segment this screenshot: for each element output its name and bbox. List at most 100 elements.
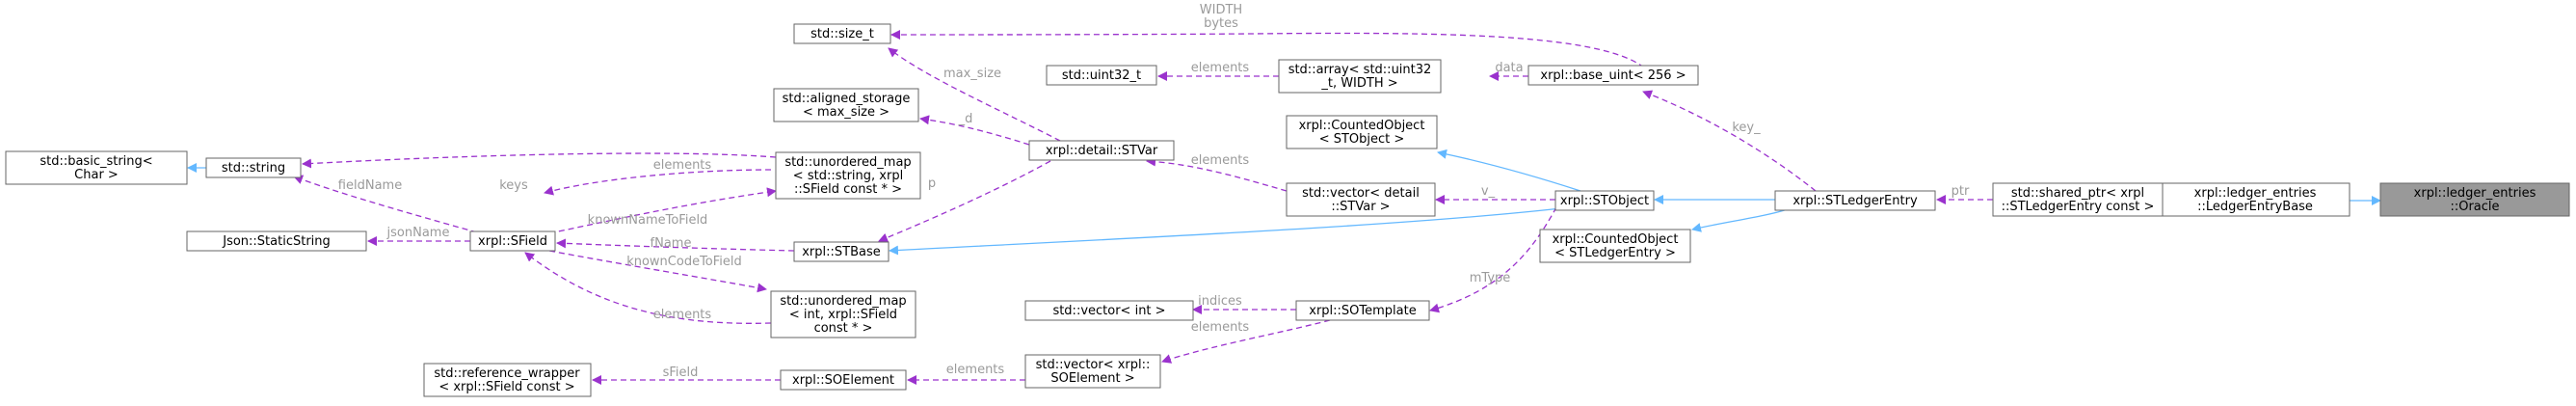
edge-label-d: _d: [958, 112, 973, 126]
edge-label-elements-soelement: elements: [1191, 320, 1250, 335]
edge-stledgerentry-to-counted-stledger: [1691, 208, 1789, 232]
node-std-array-line-2: _t, WIDTH >: [1320, 76, 1397, 91]
node-vector-int[interactable]: std::vector< int >: [1024, 300, 1194, 321]
node-aligned-storage-line-2: < max_size >: [803, 105, 890, 120]
node-vector-stvar-line-2: ::STVar >: [1331, 200, 1390, 214]
node-umap-int[interactable]: std::unordered_map < int, xrpl::SField c…: [770, 290, 916, 338]
node-stvar[interactable]: xrpl::detail::STVar: [1028, 140, 1175, 161]
edge-label-ptr: ptr: [1952, 184, 1970, 199]
node-umap-string[interactable]: std::unordered_map < std::string, xrpl :…: [775, 151, 921, 200]
edge-label-field-name: fieldName: [338, 178, 402, 193]
edge-label-sfield: sField: [663, 365, 699, 380]
node-size-t-line-1: std::size_t: [810, 27, 874, 41]
node-counted-stledger-line-2: < STLedgerEntry >: [1554, 246, 1676, 260]
edge-label-data: data: [1495, 61, 1523, 75]
edge-label-json-name: jsonName: [386, 226, 450, 240]
edge-label-known-code-to-field: knownCodeToField: [626, 255, 742, 269]
edge-label-elements-umap-string: elements: [653, 158, 712, 173]
edge-label-p: p: [928, 176, 936, 191]
nodes: xrpl::ledger_entries ::Oracle xrpl::ledg…: [5, 23, 2570, 397]
node-ledger-entry-base[interactable]: xrpl::ledger_entries ::LedgerEntryBase: [2160, 182, 2350, 217]
node-basic-string[interactable]: std::basic_string< Char >: [5, 150, 188, 185]
node-size-t[interactable]: std::size_t: [793, 23, 891, 44]
edge-label-known-name-to-field: knownNameToField: [588, 213, 708, 228]
node-base-uint[interactable]: xrpl::base_uint< 256 >: [1527, 65, 1699, 86]
node-oracle-line-1: xrpl::ledger_entries: [2414, 186, 2536, 201]
edge-width-bytes: [890, 29, 1645, 68]
node-reference-wrapper[interactable]: std::reference_wrapper < xrpl::SField co…: [423, 363, 592, 397]
edge-max-size: [888, 47, 1061, 142]
node-stbase-line-1: xrpl::STBase: [802, 245, 881, 259]
node-sotemplate-line-1: xrpl::SOTemplate: [1309, 304, 1416, 318]
node-counted-stledger[interactable]: xrpl::CountedObject < STLedgerEntry >: [1539, 229, 1691, 263]
node-counted-stobject-line-2: < STObject >: [1319, 132, 1405, 147]
node-uint32[interactable]: std::uint32_t: [1046, 65, 1157, 86]
edge-label-indices: indices: [1198, 294, 1242, 309]
node-static-string[interactable]: Json::StaticString: [186, 230, 367, 252]
node-basic-string-line-2: Char >: [74, 168, 119, 182]
node-umap-int-line-3: const * >: [814, 321, 873, 336]
node-shared-ptr-stle-line-1: std::shared_ptr< xrpl: [2011, 186, 2144, 201]
node-umap-int-line-2: < int, xrpl::SField: [789, 308, 897, 322]
node-oracle-line-2: ::Oracle: [2450, 200, 2499, 214]
edge-label-key: key_: [1732, 121, 1761, 135]
node-counted-stobject[interactable]: xrpl::CountedObject < STObject >: [1286, 115, 1438, 149]
node-sfield[interactable]: xrpl::SField: [469, 230, 556, 252]
node-shared-ptr-stle[interactable]: std::shared_ptr< xrpl ::STLedgerEntry co…: [1992, 182, 2164, 217]
edge-stobject-to-counted-stobject: [1437, 149, 1581, 192]
node-stbase[interactable]: xrpl::STBase: [793, 241, 890, 262]
node-ledger-entry-base-line-1: xrpl::ledger_entries: [2194, 186, 2317, 201]
node-sotemplate[interactable]: xrpl::SOTemplate: [1295, 300, 1430, 321]
edge-label-v: v_: [1481, 184, 1496, 199]
node-vector-soelement[interactable]: std::vector< xrpl:: SOElement >: [1024, 354, 1161, 389]
edge-label-bytes: bytes: [1204, 16, 1238, 31]
edge-known-code-to-field: [548, 250, 767, 293]
node-stobject[interactable]: xrpl::STObject: [1554, 190, 1655, 211]
node-soelement-line-1: xrpl::SOElement: [792, 373, 894, 388]
node-stobject-line-1: xrpl::STObject: [1560, 194, 1649, 208]
node-shared-ptr-stle-line-2: ::STLedgerEntry const >: [2002, 200, 2155, 214]
edge-elements-umap-int: [524, 252, 772, 324]
edges: [187, 29, 2381, 385]
edge-keys: [302, 152, 777, 169]
edge-label-max-size: max_size: [943, 67, 1001, 81]
node-reference-wrapper-line-2: < xrpl::SField const >: [438, 380, 574, 394]
edge-d: [919, 115, 1030, 146]
node-basic-string-line-1: std::basic_string<: [40, 154, 152, 169]
node-std-array[interactable]: std::array< std::uint32 _t, WIDTH >: [1278, 59, 1442, 94]
edge-elements-stvar: [1146, 156, 1288, 192]
edge-elements-umap-string: [544, 169, 772, 196]
node-reference-wrapper-line-1: std::reference_wrapper: [434, 366, 580, 381]
node-uint32-line-1: std::uint32_t: [1062, 68, 1141, 83]
edge-label-fname: fName: [651, 236, 692, 251]
node-umap-string-line-1: std::unordered_map: [784, 155, 911, 170]
node-std-array-line-1: std::array< std::uint32: [1288, 63, 1432, 77]
node-aligned-storage-line-1: std::aligned_storage: [783, 92, 911, 106]
node-umap-string-line-3: ::SField const * >: [794, 182, 902, 197]
node-stledgerentry[interactable]: xrpl::STLedgerEntry: [1774, 190, 1936, 211]
edge-labels: sle ptr key_ data elements WIDTH bytes m…: [338, 3, 2207, 380]
edge-fname: [556, 238, 795, 252]
node-aligned-storage[interactable]: std::aligned_storage < max_size >: [773, 88, 919, 122]
edge-mtype: [1429, 206, 1557, 313]
node-oracle[interactable]: xrpl::ledger_entries ::Oracle: [2379, 182, 2570, 217]
edge-label-elements-umap-int: elements: [653, 308, 712, 322]
edge-key: [1642, 90, 1817, 192]
edge-label-mtype: mType: [1470, 271, 1511, 285]
edge-stobject-to-stbase: [889, 207, 1562, 256]
edge-label-width: WIDTH: [1200, 3, 1242, 17]
edge-p: [878, 160, 1051, 243]
node-std-string[interactable]: std::string: [205, 157, 302, 178]
node-sfield-line-1: xrpl::SField: [478, 234, 547, 249]
node-umap-string-line-2: < std::string, xrpl: [793, 169, 903, 183]
node-stledgerentry-line-1: xrpl::STLedgerEntry: [1793, 194, 1918, 208]
edge-elements-soelement: [1161, 319, 1331, 364]
edge-label-elements-soelement-2: elements: [946, 363, 1005, 377]
node-std-string-line-1: std::string: [222, 161, 285, 176]
edge-label-elements-uint32: elements: [1191, 61, 1250, 75]
node-vector-stvar[interactable]: std::vector< detail ::STVar >: [1286, 182, 1436, 217]
node-base-uint-line-1: xrpl::base_uint< 256 >: [1540, 68, 1686, 83]
node-umap-int-line-1: std::unordered_map: [780, 294, 906, 309]
node-soelement[interactable]: xrpl::SOElement: [780, 369, 907, 391]
